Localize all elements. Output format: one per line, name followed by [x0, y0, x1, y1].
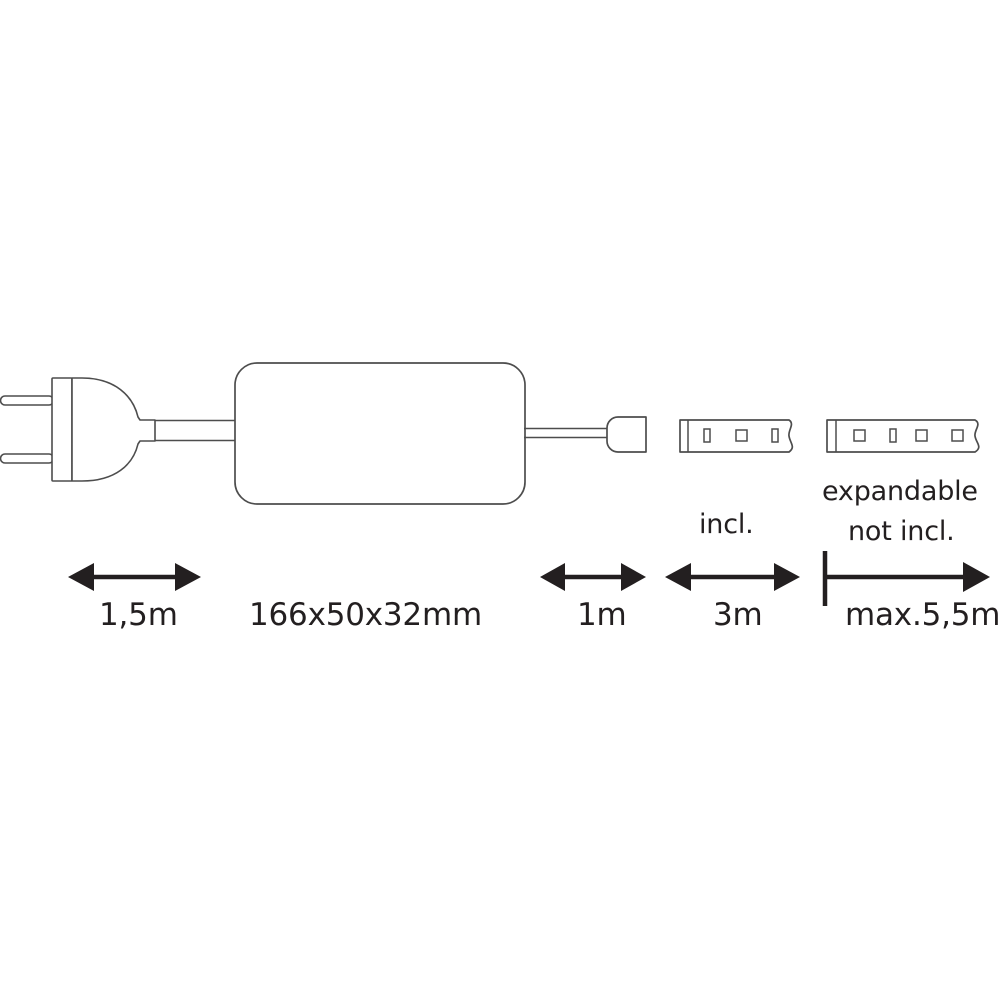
note-expandable: expandable — [822, 476, 978, 507]
mains-plug-group — [0, 377, 156, 482]
dimension-label-mains-cable: 1,5m — [99, 597, 178, 633]
led-node — [703, 428, 711, 443]
dimension-label-strip-included: 3m — [713, 597, 763, 633]
led-node — [735, 429, 748, 442]
led-node — [889, 428, 897, 443]
led-strip-expansion-outline — [826, 419, 980, 453]
dimension-arrow-output-cable — [540, 563, 646, 591]
power-supply-body — [234, 362, 526, 505]
output-cable-group — [524, 427, 607, 439]
led-strip-expansion-group — [826, 419, 980, 453]
dimension-label-strip-max: max.5,5m — [845, 597, 1000, 633]
note-not-included: not incl. — [848, 516, 955, 547]
led-node — [771, 428, 779, 443]
led-node — [915, 429, 928, 442]
plug-body — [71, 377, 156, 482]
led-strip-included-group — [679, 419, 794, 453]
led-node — [951, 429, 964, 442]
plug-face-plate — [51, 377, 73, 482]
note-included: incl. — [699, 509, 754, 540]
mains-cable-group — [155, 419, 236, 442]
output-connector — [606, 416, 647, 453]
dimension-label-power-supply: 166x50x32mm — [249, 597, 482, 633]
dimension-arrow-strip-max — [822, 551, 990, 606]
led-node — [853, 429, 866, 442]
dimension-arrow-strip-included — [665, 563, 800, 591]
dimension-label-output-cable: 1m — [577, 597, 627, 633]
plug-pin-lower — [0, 453, 55, 464]
dimension-arrow-mains-cable — [68, 563, 201, 591]
plug-pin-upper — [0, 395, 55, 406]
